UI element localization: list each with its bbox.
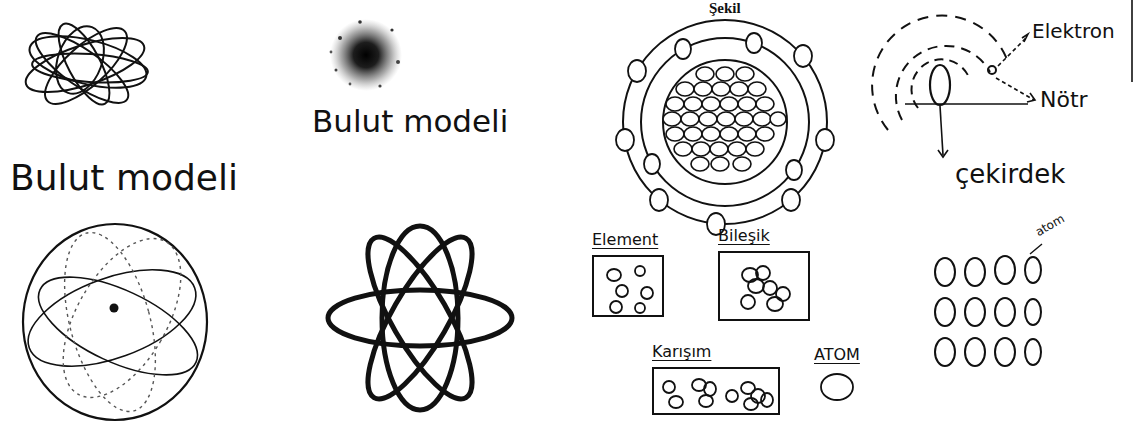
orbit-sketch bbox=[16, 219, 212, 421]
box-heading: Karışım bbox=[652, 342, 711, 361]
box-outline bbox=[652, 367, 780, 415]
handwritten-label: Bulut modeli bbox=[10, 158, 238, 198]
particle bbox=[821, 374, 853, 400]
atom-grid bbox=[935, 244, 1042, 366]
handwritten-label: Bulut modeli bbox=[312, 104, 508, 138]
box-outline bbox=[592, 255, 664, 317]
particle bbox=[669, 396, 683, 408]
particle-drawing bbox=[594, 257, 662, 315]
particle bbox=[741, 295, 755, 309]
particle bbox=[635, 266, 645, 276]
particle bbox=[761, 393, 773, 407]
leader-lines bbox=[905, 0, 1132, 157]
particle bbox=[704, 382, 716, 396]
atom-circle bbox=[817, 370, 857, 404]
particle bbox=[748, 279, 764, 293]
nucleus-particles bbox=[663, 67, 786, 171]
particle bbox=[663, 381, 675, 393]
handwritten-label: Elektron bbox=[1032, 20, 1115, 42]
handwritten-label: çekirdek bbox=[955, 160, 1065, 189]
particle bbox=[726, 390, 738, 402]
particle bbox=[699, 395, 713, 407]
cloud-blob bbox=[330, 19, 402, 91]
particle-box: Element bbox=[592, 230, 666, 317]
electrons bbox=[616, 33, 834, 235]
particle-drawing bbox=[720, 253, 808, 319]
particle bbox=[767, 297, 783, 311]
particle bbox=[776, 287, 790, 301]
particle-box: Karışım bbox=[652, 342, 782, 415]
particle bbox=[756, 266, 770, 280]
particle bbox=[607, 269, 621, 281]
particle bbox=[641, 287, 653, 299]
particle bbox=[610, 301, 622, 313]
box-outline bbox=[718, 251, 810, 321]
atom-example: ATOM bbox=[814, 345, 862, 404]
particle-box: Bileşik bbox=[718, 226, 812, 321]
particle bbox=[635, 303, 645, 313]
box-heading: Element bbox=[592, 230, 658, 249]
particle bbox=[744, 398, 758, 410]
figure-caption: Şekil bbox=[706, 0, 744, 17]
particle bbox=[616, 285, 628, 297]
orbit-atom bbox=[328, 224, 512, 411]
particle bbox=[763, 281, 777, 295]
box-heading: ATOM bbox=[814, 345, 860, 364]
cloud-scribble bbox=[20, 16, 152, 115]
particle-drawing bbox=[654, 369, 778, 413]
box-heading: Bileşik bbox=[718, 226, 770, 245]
handwritten-label: Nötr bbox=[1040, 88, 1088, 112]
particle-drawing bbox=[817, 370, 857, 404]
handwritten-label: atom bbox=[1033, 212, 1067, 239]
shell-atom bbox=[623, 20, 827, 224]
